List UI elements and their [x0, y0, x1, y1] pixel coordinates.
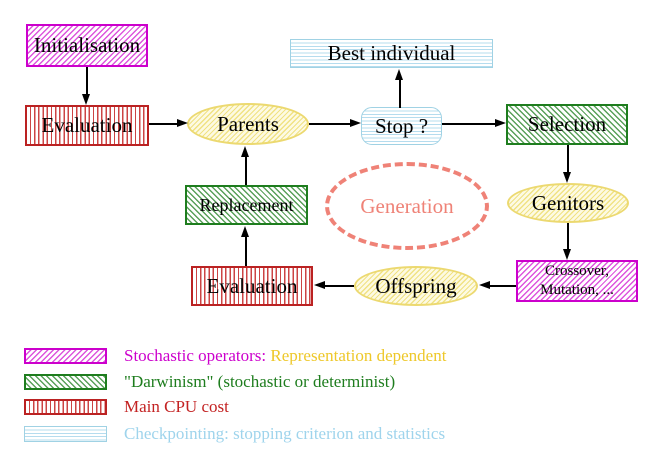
node-genitors-ellipse: Genitors	[507, 183, 629, 223]
legend-label-main-cpu-cost: Main CPU cost	[124, 397, 229, 416]
node-selection: Selection	[506, 104, 628, 145]
legend-label-checkpointing: Checkpointing: stopping criterion and st…	[124, 424, 446, 443]
legend-text-representation: Representation dependent	[270, 346, 447, 365]
legend-text-stochastic: Stochastic operators:	[124, 346, 267, 365]
node-crossover-mutation: Crossover, Mutation, ...	[516, 260, 638, 302]
node-parents-ellipse: Parents	[187, 103, 309, 145]
legend-label-stochastic-operators: Stochastic operators: Representation dep…	[124, 346, 446, 366]
node-evaluation-bottom: Evaluation	[191, 266, 313, 306]
node-replacement: Replacement	[185, 185, 308, 225]
legend-swatch-darwinism	[24, 374, 107, 390]
crossover-line1: Crossover,	[545, 263, 609, 280]
legend-row-darwinism: "Darwinism" (stochastic or determinist)	[24, 372, 395, 392]
node-offspring-ellipse: Offspring	[354, 266, 478, 306]
legend-swatch-main-cpu-cost	[24, 399, 107, 415]
legend-swatch-stochastic-operators	[24, 348, 107, 364]
legend-label-darwinism: "Darwinism" (stochastic or determinist)	[124, 372, 396, 391]
node-evaluation-top: Evaluation	[25, 105, 149, 146]
crossover-line2: Mutation, ...	[540, 282, 614, 298]
node-best-individual: Best individual	[290, 39, 493, 68]
legend-row-main-cpu-cost: Main CPU cost	[24, 397, 229, 417]
legend-row-stochastic-operators: Stochastic operators: Representation dep…	[24, 346, 446, 366]
legend-row-checkpointing: Checkpointing: stopping criterion and st…	[24, 424, 445, 444]
legend-swatch-checkpointing	[24, 426, 107, 442]
node-initialisation: Initialisation	[26, 24, 148, 67]
generation-loop-ellipse: Generation	[325, 162, 489, 250]
node-stop-test: Stop ?	[361, 107, 442, 145]
